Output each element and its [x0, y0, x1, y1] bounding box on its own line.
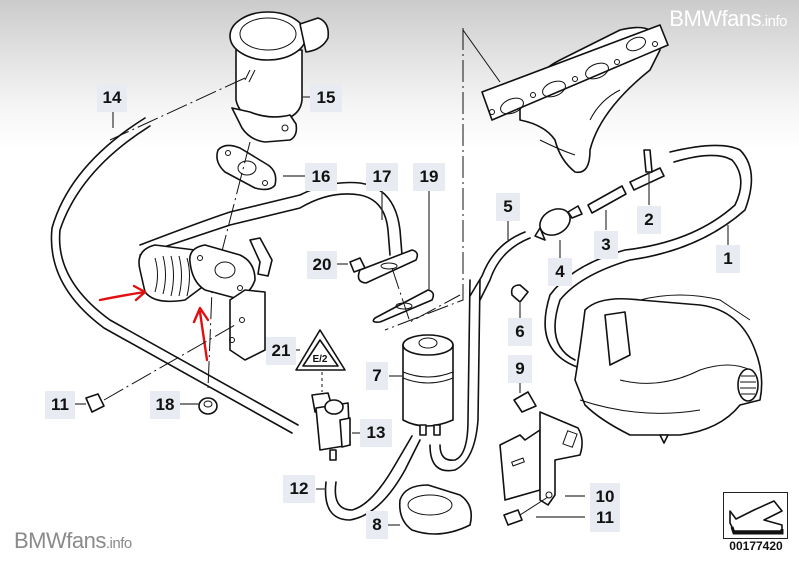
centerline: [384, 28, 464, 331]
part-label-8[interactable]: 8: [366, 511, 388, 539]
hose-5: [479, 237, 531, 301]
t-connector: [629, 149, 665, 191]
watermark-suffix: .info: [761, 13, 787, 30]
catalog-arrow-button[interactable]: [723, 492, 788, 539]
centerline: [207, 141, 251, 389]
leader-line: [462, 29, 501, 83]
svg-text:E/2: E/2: [312, 354, 327, 365]
clamp-9: [513, 391, 537, 413]
hose-12: [324, 439, 421, 521]
hose-3: [587, 185, 627, 214]
flange-gaskets: [349, 249, 435, 323]
intake-manifold: [574, 294, 763, 444]
pipe-17: [139, 181, 403, 256]
warning-triangle: E/2: [295, 329, 346, 371]
air-valve: [229, 11, 330, 143]
part-label-6[interactable]: 6: [508, 318, 532, 346]
watermark-suffix: .info: [105, 535, 132, 552]
part-label-12[interactable]: 12: [283, 475, 315, 503]
part-label-4[interactable]: 4: [548, 258, 572, 286]
red-arrow-1: [98, 284, 147, 302]
part-label-7[interactable]: 7: [366, 362, 388, 390]
part-label-20[interactable]: 20: [307, 251, 337, 279]
gasket-16: [216, 144, 277, 191]
watermark-top: BMWfans.info: [669, 6, 787, 32]
exhaust-manifold: [481, 24, 669, 174]
red-arrow-2: [192, 306, 210, 362]
clamp-8: [398, 484, 473, 535]
part-label-15[interactable]: 15: [310, 84, 342, 112]
egr-elbow: [138, 237, 273, 361]
catalog-number: 00177420: [729, 539, 783, 553]
clamp-6: [510, 284, 529, 303]
part-label-21[interactable]: 21: [266, 337, 296, 365]
centerline: [109, 77, 246, 141]
grommet-18: [198, 397, 218, 415]
part-label-5[interactable]: 5: [496, 193, 520, 221]
solenoid-valve: [311, 392, 351, 461]
part-label-17[interactable]: 17: [366, 163, 398, 191]
part-label-2[interactable]: 2: [637, 206, 661, 234]
part-label-11-right[interactable]: 11: [590, 504, 620, 532]
bracket-10: [499, 411, 583, 506]
hose-14: [58, 125, 299, 426]
part-label-18[interactable]: 18: [150, 391, 180, 419]
part-label-11-left[interactable]: 11: [45, 391, 75, 419]
arrow-down-left-icon: [729, 500, 784, 535]
part-label-13[interactable]: 13: [360, 419, 392, 447]
watermark-brand: BMWfans: [14, 528, 106, 553]
leader-lines: [75, 96, 729, 526]
check-valve-4: [534, 205, 583, 241]
watermark-brand: BMWfans: [669, 6, 762, 31]
hose-1: [554, 144, 753, 361]
watermark-bottom: BMWfans.info: [14, 528, 132, 554]
bolt-11-left: [85, 393, 105, 413]
hose-lower: [429, 279, 481, 472]
part-label-3[interactable]: 3: [594, 231, 618, 259]
part-label-9[interactable]: 9: [508, 355, 532, 383]
vacuum-reservoir: [402, 334, 454, 436]
part-label-14[interactable]: 14: [97, 84, 127, 112]
part-label-19[interactable]: 19: [413, 163, 445, 191]
bolt-11-right: [503, 509, 523, 526]
part-label-1[interactable]: 1: [716, 245, 740, 273]
part-label-16[interactable]: 16: [305, 163, 337, 191]
